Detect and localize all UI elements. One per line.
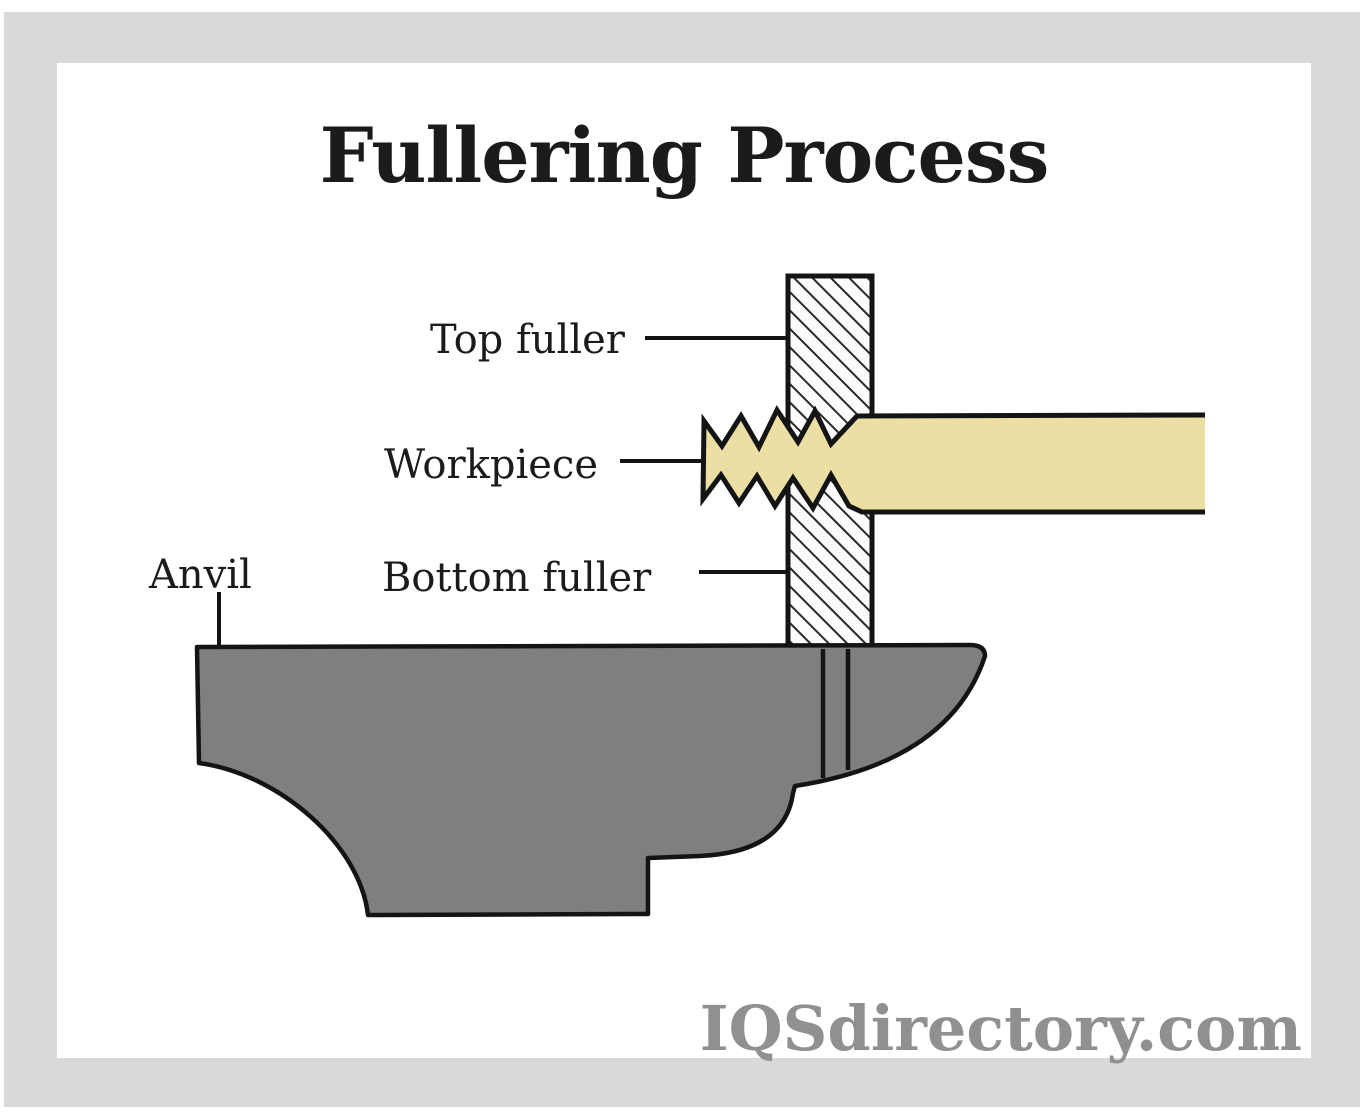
label-anvil: Anvil (149, 552, 252, 598)
label-bottom-fuller: Bottom fuller (382, 555, 652, 601)
watermark-text: IQSdirectory.com (699, 992, 1302, 1065)
label-workpiece: Workpiece (384, 442, 598, 488)
diagram-panel (57, 63, 1311, 1058)
label-top-fuller: Top fuller (430, 317, 625, 363)
workpiece-shape (703, 410, 1205, 512)
anvil-shape (194, 642, 988, 918)
workpiece-outline (700, 404, 1206, 515)
page-title: Fullering Process (319, 111, 1050, 200)
